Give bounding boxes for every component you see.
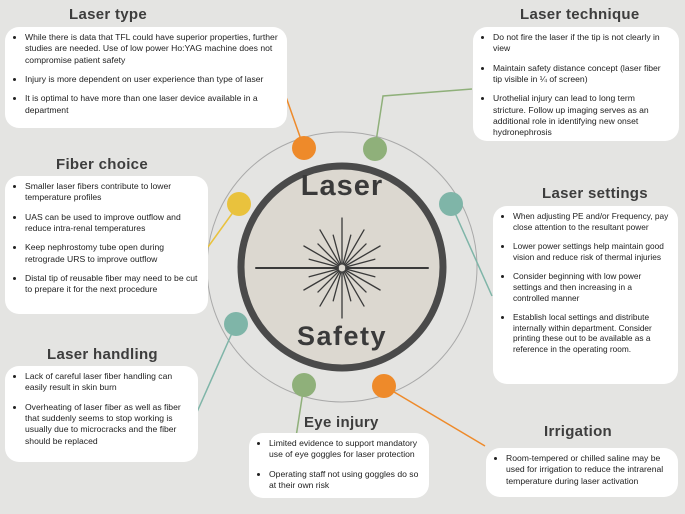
center-title-line2: Safety [296,321,388,351]
laser-ray [317,243,340,266]
dot-laser-handling [224,312,248,336]
laser-technique-item: Maintain safety distance concept (laser … [493,63,670,86]
laser-type-item: Injury is more dependent on user experie… [25,74,278,85]
irrigation-title: Irrigation [544,423,613,440]
connector-laser-handling [196,323,237,413]
laser-handling-title: Laser handling [47,346,158,363]
center-disc [237,162,447,372]
fiber-choice-item: Smaller laser fibers contribute to lower… [25,181,199,204]
laser-ray [343,229,365,266]
laser-technique-item: Urothelial injury can lead to long term … [493,93,670,138]
laser-ray [303,269,340,291]
laser-ray [345,258,376,268]
eye-injury-item: Operating staff not using goggles do so … [269,469,420,492]
laser-ray [344,243,367,266]
fiber-choice-item: Keep nephrostomy tube open during retrog… [25,242,199,265]
laser-ray [319,229,341,266]
irrigation-item: Room-tempered or chilled saline may be u… [506,453,669,487]
laser-type-title: Laser type [69,6,148,23]
fiber-choice-title: Fiber choice [56,156,148,173]
laser-ray [308,258,339,268]
laser-technique-title: Laser technique [520,6,640,23]
laser-technique-box: Do not fire the laser if the tip is not … [473,27,679,141]
laser-ray [344,245,381,267]
laser-burst-icon [255,217,429,319]
eye-injury-item: Limited evidence to support mandatory us… [269,438,420,461]
laser-ray [344,269,381,291]
fiber-choice-item: Distal tip of reusable fiber may need to… [25,273,199,296]
laser-ray [317,270,340,293]
laser-technique-item: Do not fire the laser if the tip is not … [493,32,670,55]
laser-ray [319,270,341,307]
laser-ray [345,268,376,278]
laser-ray [332,271,342,302]
dot-laser-type [292,136,316,160]
laser-type-item: It is optimal to have more than one lase… [25,93,278,116]
irrigation-box: Room-tempered or chilled saline may be u… [486,448,678,497]
eye-injury-box: Limited evidence to support mandatory us… [249,433,429,498]
connector-laser-technique [374,88,473,149]
laser-handling-box: Lack of careful laser fiber handling can… [5,366,198,462]
laser-ray [343,270,365,307]
dot-eye-injury [292,373,316,397]
laser-ray [344,270,367,293]
laser-settings-item: Lower power settings help maintain good … [513,241,669,263]
laser-settings-item: Establish local settings and distribute … [513,312,669,356]
laser-settings-title: Laser settings [542,185,648,202]
laser-handling-item: Lack of careful laser fiber handling can… [25,371,189,394]
dot-laser-settings [439,192,463,216]
laser-ray [308,268,339,278]
dot-fiber-choice [227,192,251,216]
laser-type-item: While there is data that TFL could have … [25,32,278,66]
eye-injury-title: Eye injury [304,414,379,431]
laser-settings-item: Consider beginning with low power settin… [513,271,669,304]
laser-settings-item: When adjusting PE and/or Frequency, pay … [513,211,669,233]
laser-settings-box: When adjusting PE and/or Frequency, pay … [493,206,678,384]
laser-ray [342,271,352,302]
center-title-line1: Laser [300,170,384,202]
fiber-choice-box: Smaller laser fibers contribute to lower… [5,176,208,314]
connector-laser-settings [450,203,493,297]
laser-handling-item: Overheating of laser fiber as well as fi… [25,402,189,447]
laser-ray [303,245,340,267]
fiber-choice-item: UAS can be used to improve outflow and r… [25,212,199,235]
dot-laser-technique [363,137,387,161]
laser-ray [332,234,342,265]
connector-irrigation [383,385,486,447]
dot-irrigation [372,374,396,398]
laser-type-box: While there is data that TFL could have … [5,27,287,128]
laser-ray [342,234,352,265]
